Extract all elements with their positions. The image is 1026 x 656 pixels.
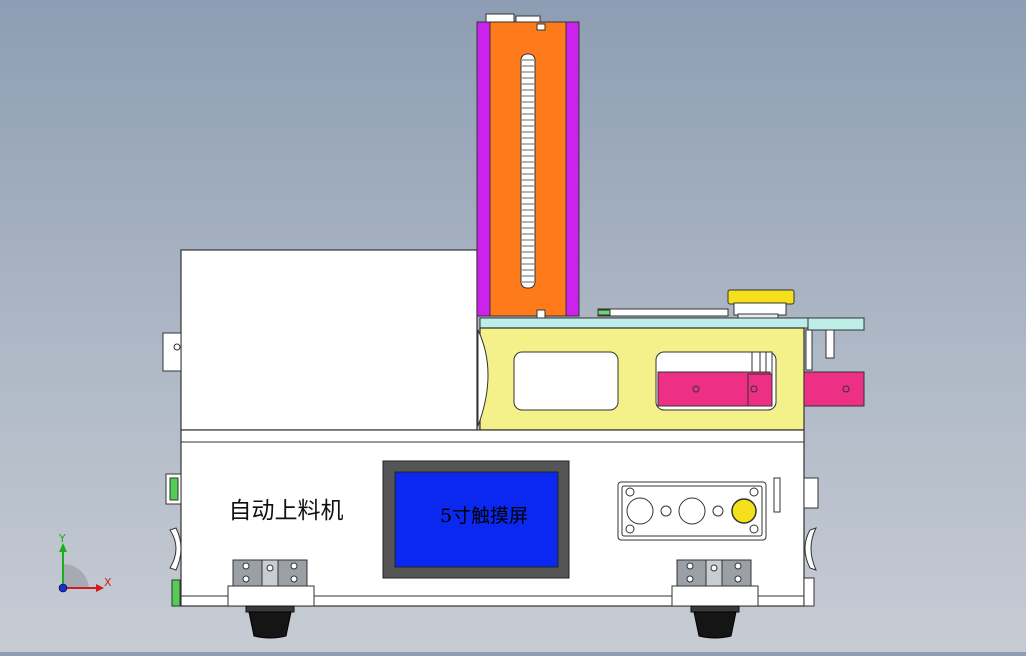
button-icon[interactable] — [678, 497, 706, 525]
hinge-icon — [227, 559, 315, 607]
cyan-top-plate — [479, 317, 809, 329]
yellow-clamp — [727, 289, 795, 305]
x-axis-label: X — [104, 576, 112, 589]
frame-window-left — [513, 351, 619, 411]
foot-right — [690, 605, 740, 639]
foot-left — [245, 605, 295, 639]
axis-triad-icon: Y X — [58, 532, 112, 593]
magazine-rail-left — [476, 21, 491, 317]
magazine-slot — [520, 53, 536, 289]
machine-name-label: 自动上料机 — [229, 498, 344, 524]
y-axis-label: Y — [58, 532, 66, 545]
magazine-rail-right — [565, 21, 580, 317]
magazine-tower — [476, 13, 580, 319]
touch-screen-label: 5寸触摸屏 — [440, 505, 528, 527]
pink-brackets — [657, 371, 865, 407]
hinge-icon — [671, 559, 759, 607]
button-icon[interactable] — [731, 498, 757, 524]
upper-housing-box — [180, 249, 478, 431]
button-icon[interactable] — [626, 497, 654, 525]
top-plate-assembly — [479, 289, 865, 371]
touch-screen[interactable]: 5寸触摸屏 — [382, 460, 570, 579]
left-side-tab — [162, 332, 182, 372]
button-panel — [617, 477, 781, 541]
